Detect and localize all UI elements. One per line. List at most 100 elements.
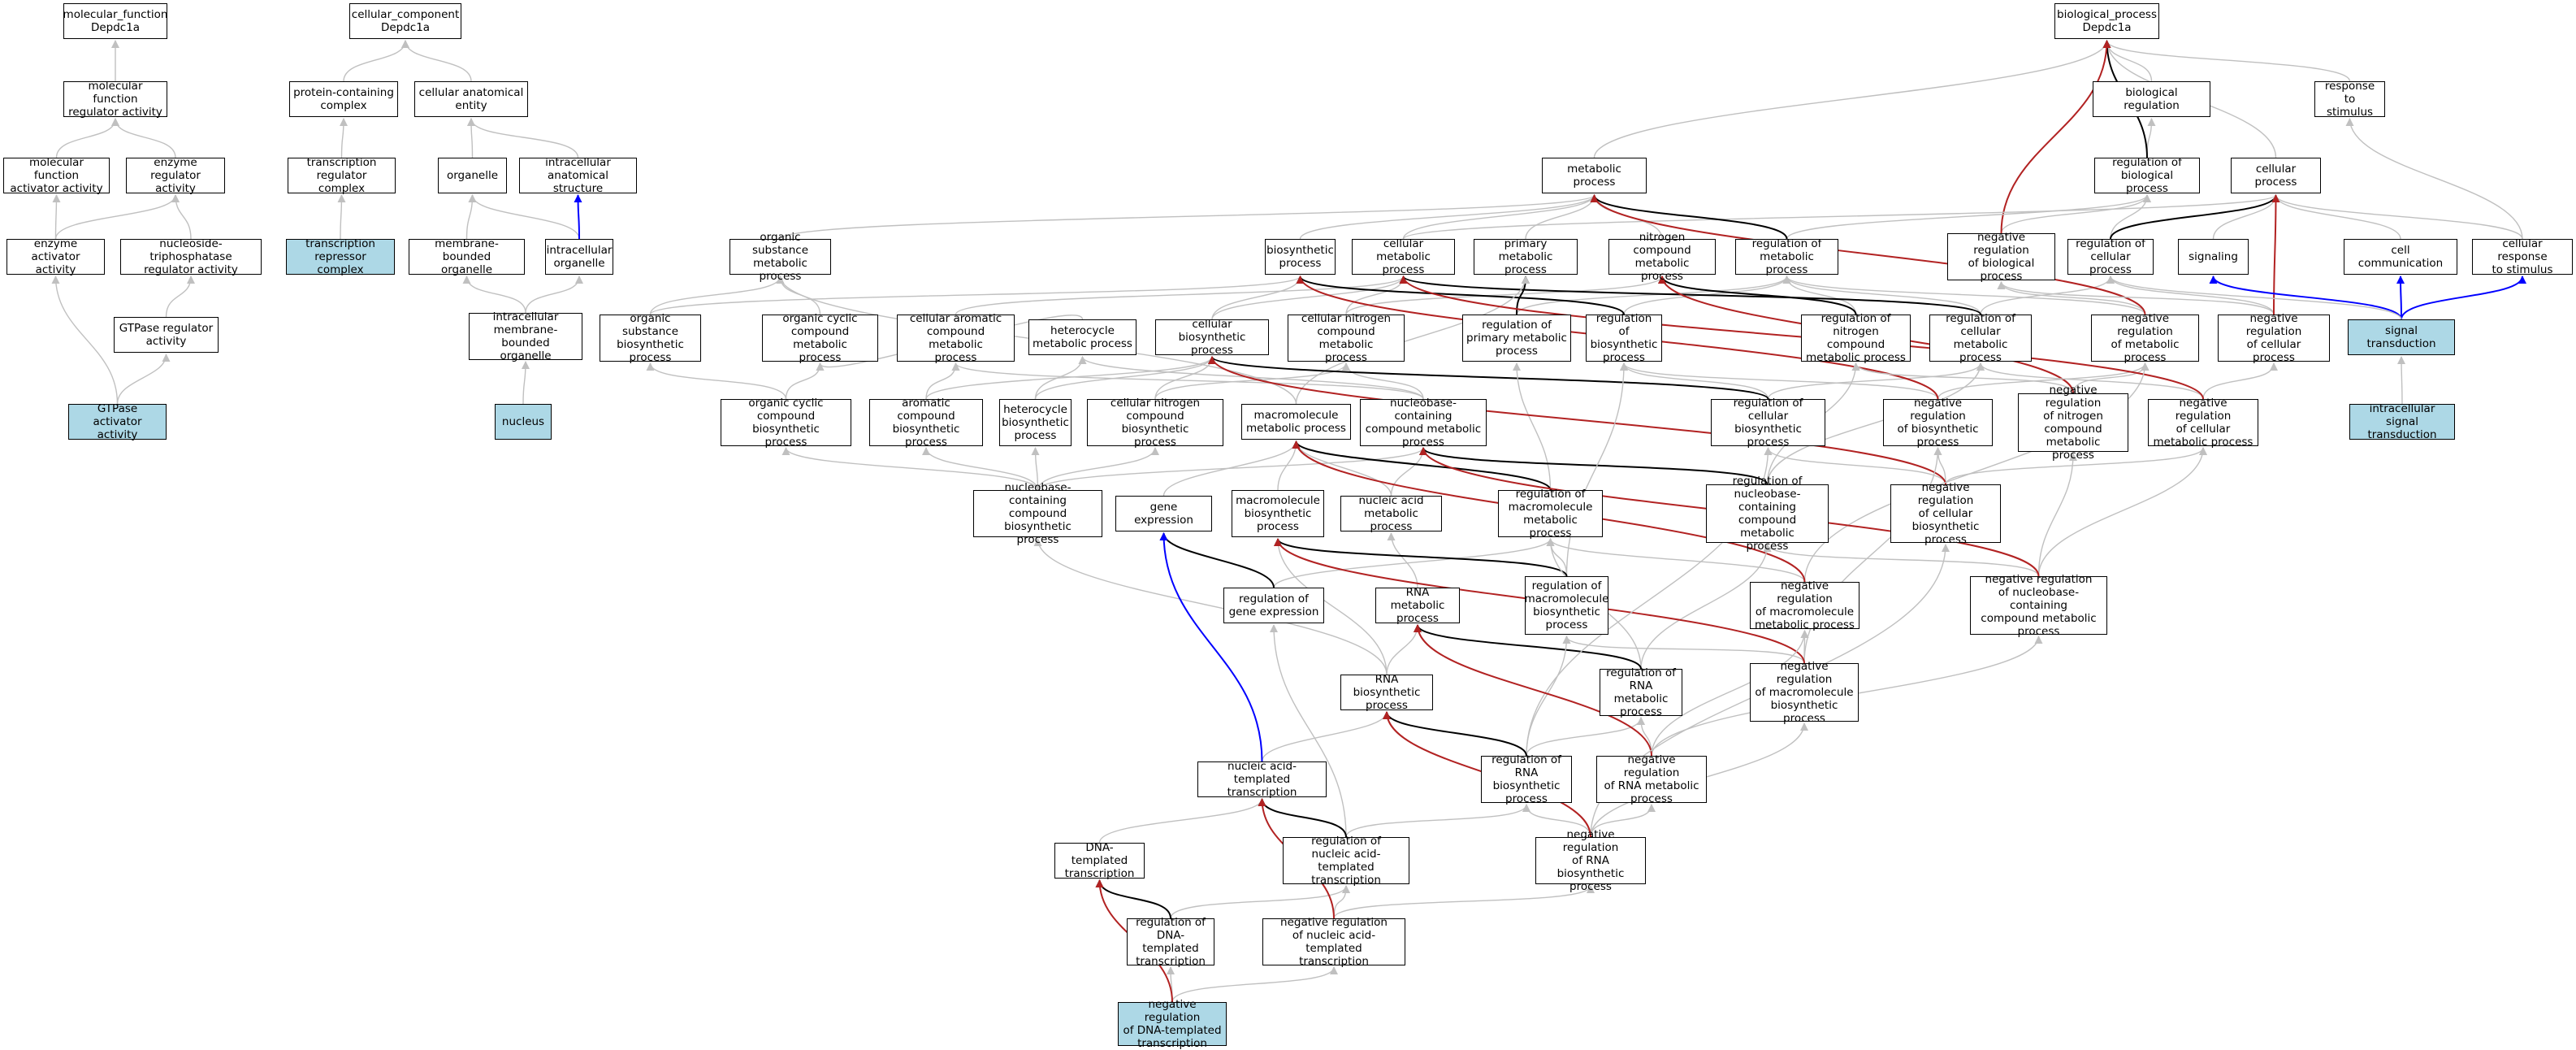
edge-regulates [1658,276,1857,315]
node-regulation-of-biosynthetic-process[interactable]: regulation of biosynthetic process [1586,312,1662,364]
node-regulation-of-primary-metabolic-process[interactable]: regulation of primary metabolic process [1462,315,1571,362]
node-nucleobase-containing-compound-biosynthetic-process[interactable]: nucleobase-containing compound biosynthe… [973,481,1102,546]
edge-is-a [1976,362,2204,400]
node-heterocycle-biosynthetic-process[interactable]: heterocycle biosynthetic process [999,399,1072,446]
node-metabolic-process[interactable]: metabolic process [1542,158,1647,193]
node-cellular-aromatic-compound-metabolic-process[interactable]: cellular aromatic compound metabolic pro… [897,312,1015,364]
node-signaling[interactable]: signaling [2178,239,2249,275]
node-molecular-function-activator-activity[interactable]: molecular function activator activity [3,156,110,195]
node-negative-regulation-of-nucleic-acid-templated-transcription[interactable]: negative regulation of nucleic acid-temp… [1262,916,1405,968]
node-regulation-of-nucleobase-containing-compound-metabolic-process[interactable]: regulation of nucleobase-containing comp… [1706,475,1829,553]
node-negative-regulation-of-biosynthetic-process[interactable]: negative regulation of biosynthetic proc… [1883,397,1993,449]
node-regulation-of-cellular-metabolic-process[interactable]: regulation of cellular metabolic process [1929,312,2032,364]
node-organelle[interactable]: organelle [438,158,507,193]
edge-is-a [2110,194,2151,240]
node-gtpase-activator-activity[interactable]: GTPase activator activity [68,402,167,441]
node-signal-transduction[interactable]: signal transduction [2348,319,2455,355]
node-negative-regulation-of-metabolic-process[interactable]: negative regulation of metabolic process [2091,312,2199,364]
node-regulation-of-nitrogen-compound-metabolic-process[interactable]: regulation of nitrogen compound metaboli… [1801,312,1911,364]
node-transcription-regulator-complex[interactable]: transcription regulator complex [288,156,396,195]
edge-is-a [1546,538,1806,583]
node-response-to-stimulus[interactable]: response to stimulus [2314,80,2385,119]
node-cellular-biosynthetic-process[interactable]: cellular biosynthetic process [1155,318,1269,357]
node-gtpase-regulator-activity[interactable]: GTPase regulator activity [114,317,219,353]
edge-is-a [1980,276,2115,315]
edge-is-a [2271,194,2523,240]
node-biological-regulation[interactable]: biological regulation [2093,81,2210,117]
node-regulation-of-macromolecule-metabolic-process[interactable]: regulation of macromolecule metabolic pr… [1498,488,1603,540]
node-organic-substance-biosynthetic-process[interactable]: organic substance biosynthetic process [600,312,701,364]
node-nucleic-acid-metabolic-process[interactable]: nucleic acid metabolic process [1340,494,1442,533]
node-nucleic-acid-templated-transcription[interactable]: nucleic acid-templated transcription [1197,760,1327,799]
node-cellular-anatomical-entity[interactable]: cellular anatomical entity [414,81,528,117]
node-cellular-nitrogen-compound-metabolic-process[interactable]: cellular nitrogen compound metabolic pro… [1288,312,1405,364]
node-cellular-metabolic-process[interactable]: cellular metabolic process [1352,237,1455,276]
edge-is-a [339,118,348,158]
node-macromolecule-biosynthetic-process[interactable]: macromolecule biosynthetic process [1232,490,1324,537]
node-organic-cyclic-compound-biosynthetic-process[interactable]: organic cyclic compound biosynthetic pro… [721,397,851,449]
edge-is-a [2202,362,2278,400]
node-molecular-function-regulator-activity[interactable]: molecular function regulator activity [63,80,167,119]
node-aromatic-compound-biosynthetic-process[interactable]: aromatic compound biosynthetic process [869,397,983,449]
edge-negatively-regulates [2000,40,2111,234]
node-heterocycle-metabolic-process[interactable]: heterocycle metabolic process [1028,319,1136,355]
node-negative-regulation-of-dna-templated-transcription[interactable]: negative regulation of DNA-templated tra… [1118,998,1227,1050]
node-nucleoside-triphosphatase-regulator-activity[interactable]: nucleoside-triphosphatase regulator acti… [120,237,262,276]
node-enzyme-activator-activity[interactable]: enzyme activator activity [6,237,105,276]
node-biological-process-root[interactable]: biological_process Depdc1a [2054,3,2159,39]
node-primary-metabolic-process[interactable]: primary metabolic process [1474,237,1578,276]
node-molecular-function-root[interactable]: molecular_function Depdc1a [63,3,167,39]
node-rna-biosynthetic-process[interactable]: RNA biosynthetic process [1340,673,1433,712]
node-protein-containing-complex[interactable]: protein-containing complex [289,81,398,117]
node-rna-metabolic-process[interactable]: RNA metabolic process [1375,586,1460,625]
node-biosynthetic-process[interactable]: biosynthetic process [1265,239,1336,275]
node-intracellular-signal-transduction[interactable]: intracellular signal transduction [2349,402,2455,441]
node-cellular-process[interactable]: cellular process [2231,158,2321,193]
edge-is-a [1782,276,1981,315]
node-gene-expression[interactable]: gene expression [1115,496,1212,532]
node-cellular-component-root[interactable]: cellular_component Depdc1a [349,3,461,39]
node-regulation-of-cellular-biosynthetic-process[interactable]: regulation of cellular biosynthetic proc… [1711,397,1825,449]
edge-is-a [1766,362,1985,485]
node-regulation-of-biological-process[interactable]: regulation of biological process [2094,156,2200,195]
node-regulation-of-rna-biosynthetic-process[interactable]: regulation of RNA biosynthetic process [1481,753,1572,805]
node-nucleobase-containing-compound-metabolic-process[interactable]: nucleobase-containing compound metabolic… [1360,397,1487,449]
node-macromolecule-metabolic-process[interactable]: macromolecule metabolic process [1241,404,1351,440]
node-negative-regulation-of-rna-metabolic-process[interactable]: negative regulation of RNA metabolic pro… [1596,753,1707,805]
node-organic-cyclic-compound-metabolic-process[interactable]: organic cyclic compound metabolic proces… [762,312,878,364]
node-negative-regulation-of-nucleobase-containing-compound-metabolic-process[interactable]: negative regulation of nucleobase-contai… [1970,573,2107,638]
node-intracellular-anatomical-structure[interactable]: intracellular anatomical structure [519,156,637,195]
node-cell-communication[interactable]: cell communication [2344,239,2457,275]
node-regulation-of-cellular-process[interactable]: regulation of cellular process [2067,237,2154,276]
node-enzyme-regulator-activity[interactable]: enzyme regulator activity [126,156,225,195]
node-regulation-of-nucleic-acid-templated-transcription[interactable]: regulation of nucleic acid-templated tra… [1283,835,1409,887]
node-transcription-repressor-complex[interactable]: transcription repressor complex [286,237,395,276]
node-negative-regulation-of-macromolecule-metabolic-process[interactable]: negative regulation of macromolecule met… [1750,579,1859,631]
edge-regulates [2110,194,2280,240]
node-regulation-of-metabolic-process[interactable]: regulation of metabolic process [1735,237,1838,276]
node-dna-templated-transcription[interactable]: DNA-templated transcription [1054,841,1145,880]
node-regulation-of-macromolecule-biosynthetic-process[interactable]: regulation of macromolecule biosynthetic… [1525,576,1608,635]
node-negative-regulation-of-nitrogen-compound-metabolic-process[interactable]: negative regulation of nitrogen compound… [2018,384,2128,462]
edge-is-a [1513,362,1552,491]
edge-regulates [1383,711,1527,757]
node-negative-regulation-of-biological-process[interactable]: negative regulation of biological proces… [1947,231,2055,283]
node-cellular-response-to-stimulus[interactable]: cellular response to stimulus [2472,237,2573,276]
node-organic-substance-metabolic-process[interactable]: organic substance metabolic process [730,231,831,283]
node-intracellular-membrane-bounded-organelle[interactable]: intracellular membrane-bounded organelle [469,310,582,362]
node-negative-regulation-of-rna-biosynthetic-process[interactable]: negative regulation of RNA biosynthetic … [1535,828,1646,893]
node-regulation-of-rna-metabolic-process[interactable]: regulation of RNA metabolic process [1600,666,1682,718]
node-regulation-of-gene-expression[interactable]: regulation of gene expression [1223,588,1324,623]
node-negative-regulation-of-cellular-metabolic-process[interactable]: negative regulation of cellular metaboli… [2148,397,2258,449]
node-negative-regulation-of-cellular-process[interactable]: negative regulation of cellular process [2218,312,2330,364]
node-negative-regulation-of-cellular-biosynthetic-process[interactable]: negative regulation of cellular biosynth… [1890,481,2001,546]
node-negative-regulation-of-macromolecule-biosynthetic-process[interactable]: negative regulation of macromolecule bio… [1750,660,1859,725]
node-nitrogen-compound-metabolic-process[interactable]: nitrogen compound metabolic process [1608,231,1716,283]
node-membrane-bounded-organelle[interactable]: membrane-bounded organelle [409,237,525,276]
edge-is-a [1620,362,1939,400]
node-nucleus[interactable]: nucleus [495,404,552,440]
node-regulation-of-dna-templated-transcription[interactable]: regulation of DNA-templated transcriptio… [1127,916,1214,968]
node-intracellular-organelle[interactable]: intracellular organelle [545,239,613,275]
edge-regulates [1399,276,1981,315]
node-cellular-nitrogen-compound-biosynthetic-process[interactable]: cellular nitrogen compound biosynthetic … [1087,397,1223,449]
